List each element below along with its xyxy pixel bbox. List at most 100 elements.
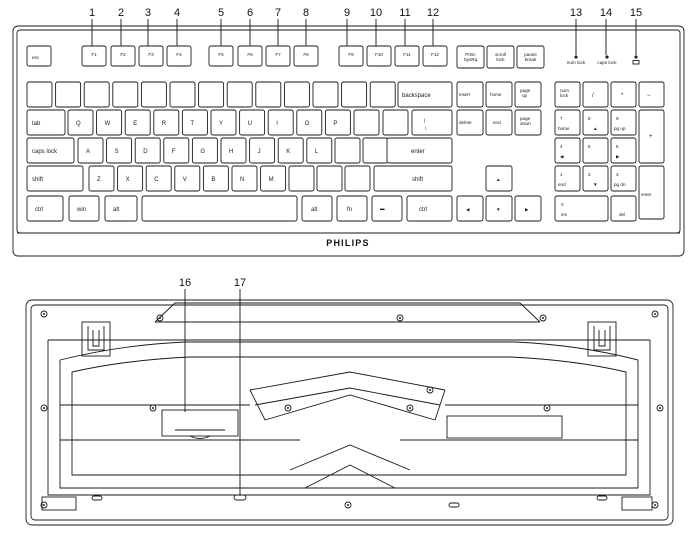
key-alt-left-label: alt — [113, 207, 120, 213]
key-page-down-label: down — [520, 121, 531, 126]
key-w: W — [96, 109, 123, 136]
screw-center — [399, 317, 401, 319]
key-v-label: V — [183, 177, 187, 183]
key-num-row — [312, 81, 339, 108]
key-arrow-right-label: ▶ — [525, 207, 529, 212]
key-l-label: L — [315, 149, 319, 155]
screw — [156, 314, 164, 322]
callout-10: 10 — [370, 7, 382, 19]
key-k: K — [277, 137, 304, 164]
battery-cover — [161, 409, 239, 437]
key-np-divide: / — [582, 81, 609, 108]
key-caps-lock-label: caps lock — [32, 149, 58, 155]
screw-center — [152, 407, 154, 409]
key-np-8-label: ▲ — [593, 126, 598, 131]
key-shift-right: shift — [373, 165, 453, 192]
key-np-7-label: 7 — [560, 116, 563, 121]
screw — [426, 386, 434, 394]
key-f6: F6 — [237, 45, 263, 67]
key-backslash-label: \ — [425, 126, 427, 131]
key-esc-label: esc — [32, 55, 40, 60]
screw — [40, 501, 48, 509]
key-num-row — [140, 81, 167, 108]
rubber-pad-right — [621, 496, 653, 511]
key-np-divide-label: / — [592, 93, 594, 99]
key-np-0-label: 0 — [561, 202, 564, 207]
key-f3-label: F3 — [148, 52, 154, 57]
key-f1-label: F1 — [91, 52, 97, 57]
screw-center — [159, 317, 161, 319]
key-r: R — [153, 109, 180, 136]
callout-9: 9 — [344, 7, 350, 19]
key-i-label: I — [276, 121, 278, 127]
key-n: N — [231, 165, 258, 192]
key-arrow-right: ▶ — [514, 195, 542, 222]
scroll-lock-light — [634, 55, 638, 59]
key-insert: insert — [456, 81, 484, 108]
screw — [149, 404, 157, 412]
key-np-9: 9pg up — [610, 109, 637, 136]
callout-15: 15 — [630, 7, 642, 19]
key-np-6-label: 6 — [616, 144, 619, 149]
key-menu: ▬ — [371, 195, 403, 222]
key-semicolon — [334, 137, 361, 164]
key-enter: enter — [386, 137, 453, 164]
screw — [396, 314, 404, 322]
key-ctrl-left-label: ctrl — [35, 207, 43, 213]
key-j: J — [249, 137, 276, 164]
key-space — [141, 195, 298, 222]
key-ctrl-right-label: ctrl — [419, 207, 427, 213]
key-k-label: K — [286, 149, 290, 155]
screws — [40, 310, 664, 509]
key-shift-left: shift — [26, 165, 84, 192]
key-b: B — [202, 165, 229, 192]
key-x-label: X — [126, 177, 130, 183]
caps-lock-light — [605, 55, 609, 59]
screw — [344, 501, 352, 509]
key-e-label: E — [133, 121, 137, 127]
screw-center — [409, 407, 411, 409]
key-f7: F7 — [265, 45, 291, 67]
key-quote — [362, 137, 389, 164]
key-insert-label: insert — [459, 92, 471, 97]
key-b-label: B — [211, 177, 215, 183]
key-s: S — [106, 137, 133, 164]
callout-13: 13 — [570, 7, 582, 19]
key-num-row — [341, 81, 368, 108]
key-a: A — [77, 137, 104, 164]
key-shift-left-label: shift — [32, 177, 43, 183]
key-f8-label: F8 — [303, 52, 309, 57]
key-f9-label: F9 — [348, 52, 354, 57]
key-bracket-right — [382, 109, 409, 136]
screw-center — [287, 407, 289, 409]
key-fn-label: fn — [347, 207, 352, 213]
key-tab-label: tab — [32, 121, 41, 127]
key-np-6: 6▶ — [610, 137, 637, 164]
callout-8: 8 — [303, 7, 309, 19]
key-f: F — [163, 137, 190, 164]
key-np-4-label: 4 — [560, 144, 563, 149]
key-f8: F8 — [293, 45, 319, 67]
key-np-4-label: ◀ — [560, 154, 564, 159]
key-c-label: C — [154, 177, 159, 183]
key-f5: F5 — [208, 45, 234, 67]
tilt-foot-right — [587, 321, 617, 357]
key-np-2-label: ▼ — [593, 182, 598, 187]
callout-11: 11 — [399, 7, 410, 19]
key-np-multiply: * — [610, 81, 637, 108]
screw-center — [43, 407, 45, 409]
key-c: C — [145, 165, 172, 192]
key-np-1-label: end — [558, 182, 566, 187]
key-np-plus-label: + — [649, 134, 653, 140]
key-delete: delete — [456, 109, 484, 136]
screw-center — [43, 313, 45, 315]
key-np-3-label: pg dn — [614, 182, 626, 187]
callout-16: 16 — [179, 277, 191, 289]
